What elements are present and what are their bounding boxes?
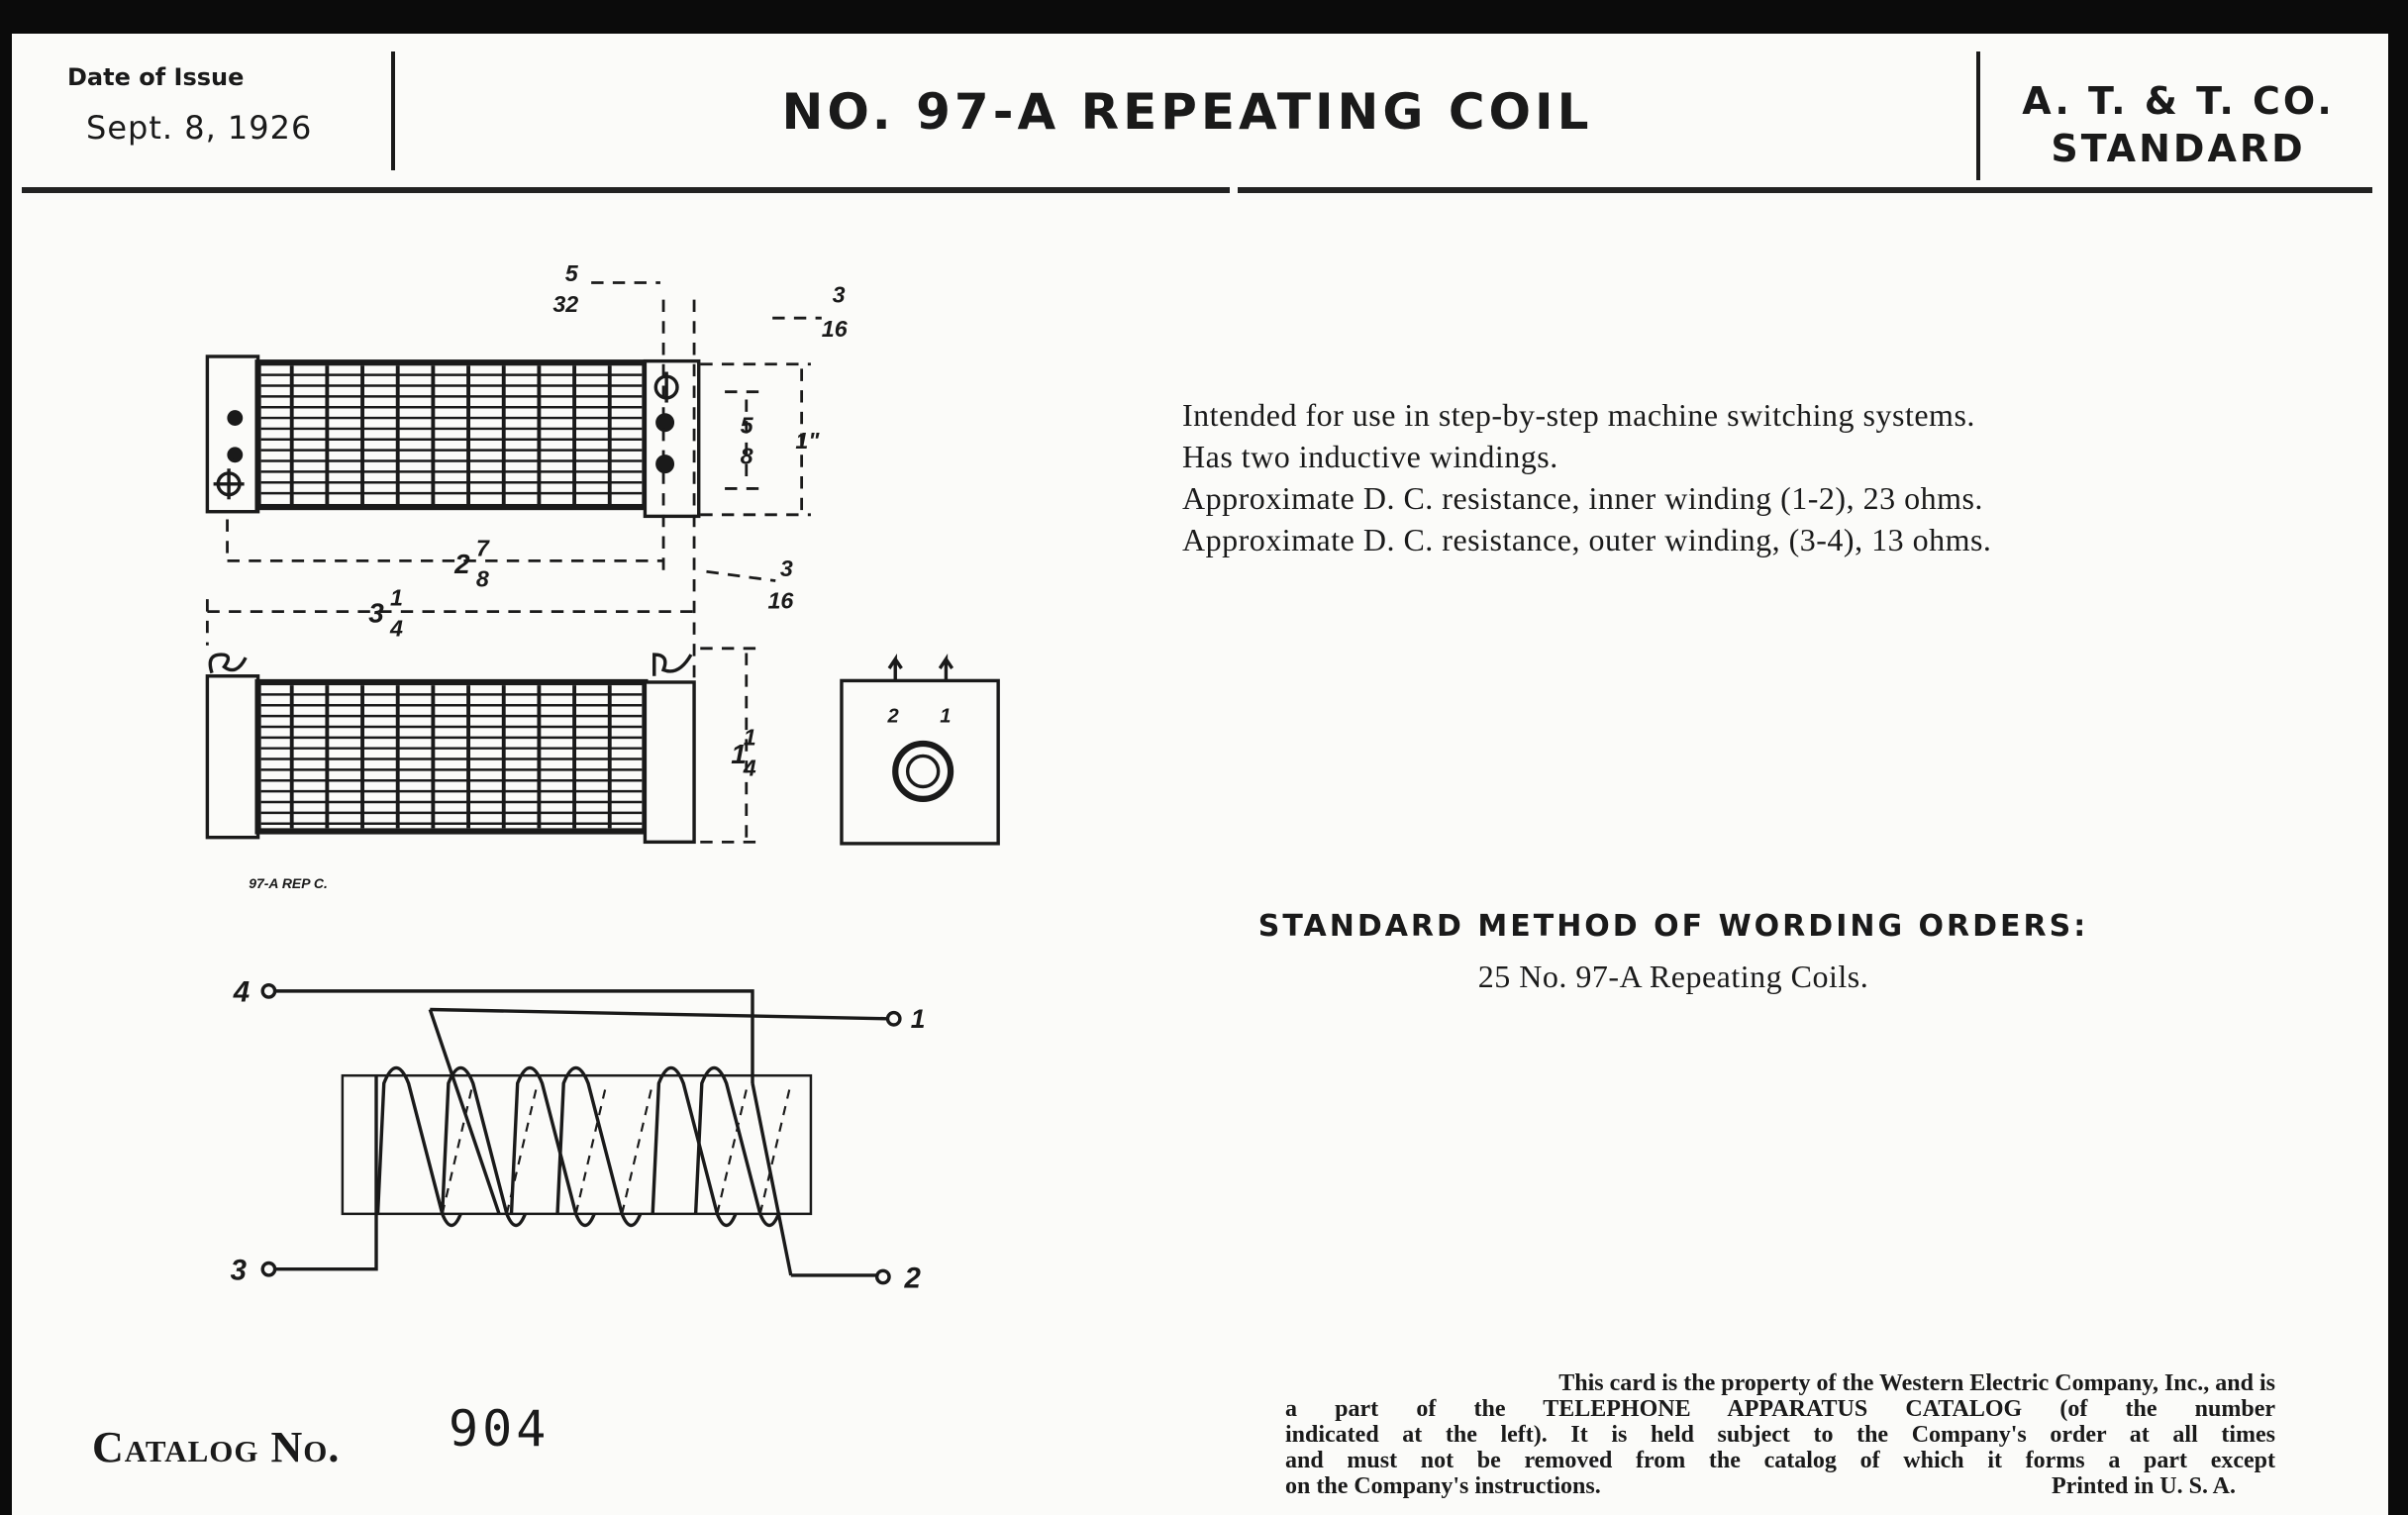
- catalog-label: Catalog No.: [92, 1423, 341, 1471]
- notice-line: indicated at the left). It is held subje…: [1285, 1422, 2275, 1448]
- dim-label: 5: [741, 413, 754, 439]
- dim-label: 3: [833, 282, 846, 308]
- date-of-issue-value: Sept. 8, 1926: [86, 109, 313, 147]
- helix-turn: [509, 1065, 596, 1228]
- dim-label: 16: [768, 587, 795, 613]
- dim-label: 2: [453, 549, 470, 579]
- dim-label: 4: [743, 756, 756, 781]
- helix-turn: [651, 1065, 738, 1228]
- description: Intended for use in step-by-step machine…: [1182, 394, 1991, 560]
- terminal-label: 1: [911, 1004, 926, 1034]
- dim-label: 4: [389, 615, 403, 641]
- notice-line: This card is the property of the Western…: [1558, 1370, 2275, 1396]
- header-rule-left: [22, 187, 1230, 193]
- winding-line: [574, 1082, 608, 1215]
- coil-end-view: [840, 654, 1000, 846]
- dimension-lines: [205, 281, 822, 844]
- winding-line: [716, 1082, 750, 1215]
- helix-turn: [555, 1065, 643, 1228]
- terminal-label: 2: [904, 1262, 922, 1294]
- winding-line: [758, 1082, 792, 1215]
- terminal-label: 4: [233, 976, 250, 1009]
- dim-label: 1: [744, 725, 756, 751]
- date-of-issue-label: Date of Issue: [67, 63, 245, 91]
- ordering-example: 25 No. 97-A Repeating Coils.: [1477, 959, 1869, 994]
- dim-label: 3: [368, 597, 384, 628]
- dim-label: 7: [476, 536, 490, 561]
- dim-label: 8: [741, 444, 753, 469]
- coil-top-view: [205, 354, 701, 519]
- helix-turn: [375, 1065, 462, 1228]
- helix-turn: [693, 1065, 780, 1228]
- catalog-number: 904: [449, 1400, 551, 1458]
- notice-line: on the Company's instructions.: [1285, 1473, 1601, 1499]
- header-rule-right: [1238, 187, 2372, 193]
- terminal-label: 1: [940, 705, 951, 727]
- catalog-card: [12, 34, 2388, 1515]
- coil-side-view: [205, 653, 696, 845]
- description-line: Approximate D. C. resistance, inner wind…: [1182, 480, 1983, 516]
- winding-schematic: [260, 982, 902, 1285]
- notice-line: a part of the TELEPHONE APPARATUS CATALO…: [1285, 1396, 2275, 1422]
- terminal-label: 3: [231, 1255, 248, 1287]
- ordering-heading: STANDARD METHOD OF WORDING ORDERS:: [1257, 909, 2089, 944]
- drawing-caption: 97-A REP C.: [249, 875, 328, 891]
- printed-in-usa: Printed in U. S. A.: [2051, 1473, 2236, 1499]
- standard-line-2: STANDARD: [2051, 127, 2306, 170]
- header-divider-right: [1976, 51, 1980, 180]
- description-line: Approximate D. C. resistance, outer wind…: [1182, 522, 1992, 557]
- description-line: Intended for use in step-by-step machine…: [1182, 397, 1975, 433]
- property-notice: This card is the property of the Western…: [1285, 1370, 2275, 1499]
- terminal-label: 2: [886, 705, 898, 727]
- winding-line: [621, 1082, 654, 1215]
- dim-label: 16: [822, 316, 849, 342]
- page-title: NO. 97-A REPEATING COIL: [781, 83, 1593, 141]
- dim-label: 5: [565, 260, 579, 286]
- header-divider-left: [391, 51, 395, 170]
- dim-label: 1": [795, 428, 820, 454]
- dim-label: 32: [552, 291, 578, 317]
- dim-label: 3: [780, 556, 793, 581]
- winding-line: [441, 1082, 474, 1215]
- dim-label: 1: [390, 584, 403, 610]
- standard-line-1: A. T. & T. CO.: [2022, 79, 2335, 123]
- notice-line: and must not be removed from the catalog…: [1285, 1448, 2275, 1473]
- helix-turn: [440, 1065, 528, 1228]
- dim-label: 1: [731, 739, 747, 769]
- description-line: Has two inductive windings.: [1182, 439, 1558, 474]
- dim-label: 8: [476, 566, 489, 592]
